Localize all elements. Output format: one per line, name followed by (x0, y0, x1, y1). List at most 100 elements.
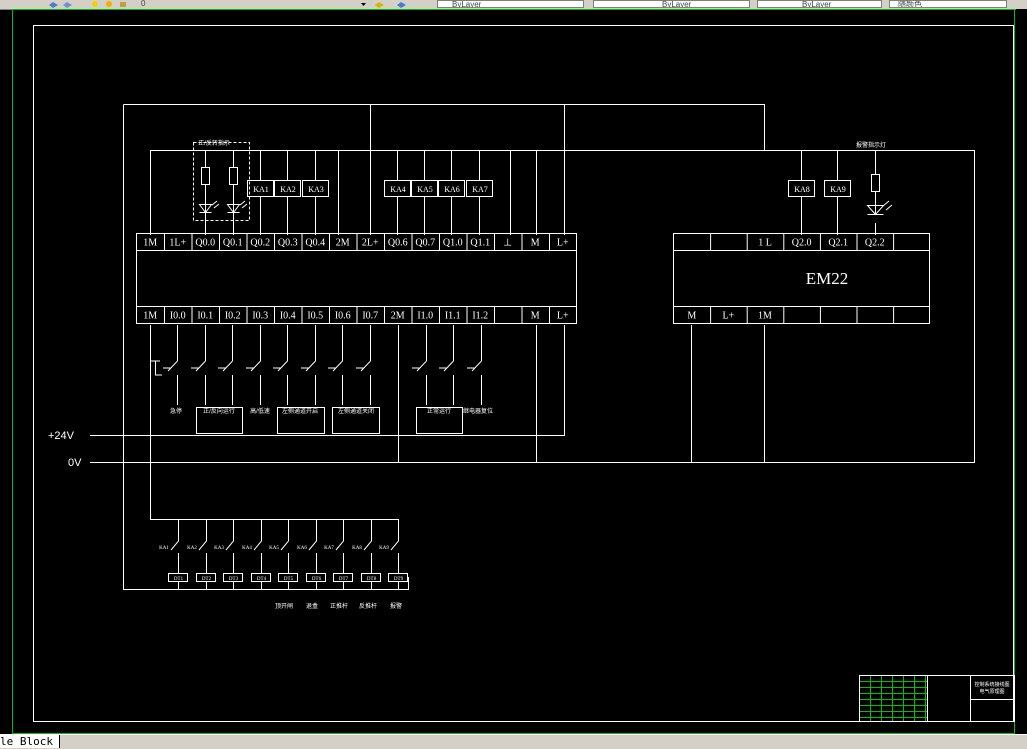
vertical-scrollbar[interactable] (1016, 9, 1027, 734)
direction-lamps (198, 150, 248, 235)
solenoid-label: DT5 (284, 577, 294, 582)
relay-label: KA4 (390, 185, 406, 194)
outer-frame (12, 9, 1015, 734)
bottom-relay-label: KA2 (187, 546, 197, 551)
linetype-dropdown[interactable]: ByLayer (593, 0, 750, 8)
layer-state-icon[interactable] (62, 0, 73, 8)
layer-previous-icon[interactable] (396, 0, 407, 8)
bottom-relay-label: KA3 (214, 546, 224, 551)
layout-tab-label: le Block (0, 735, 53, 748)
layout-tabs-bar: le Block (0, 734, 1027, 749)
plc-input-terminal: I0.2 (225, 311, 241, 322)
common-return-line (90, 150, 975, 463)
bottom-relay-label: KA8 (352, 546, 362, 551)
lineweight-value: ByLayer (802, 0, 832, 8)
alarm-lamp-label: 报警指示灯 (856, 141, 886, 149)
plc-output-terminal: Q0.1 (223, 238, 243, 249)
solenoid-label: DT7 (339, 577, 349, 582)
solenoid-label: DT4 (257, 577, 267, 582)
estop-switch (150, 360, 162, 376)
plc-output-terminal: L+ (557, 238, 569, 249)
drawing-border (33, 25, 1014, 722)
em-input-terminal: 1M (758, 311, 772, 322)
bottom-contact (308, 519, 317, 573)
bottom-contact (198, 519, 207, 573)
plc-input-terminal: I1.0 (417, 311, 433, 322)
relay-label: KA3 (308, 185, 324, 194)
em-output-terminal: Q2.0 (792, 238, 812, 249)
plotstyle-value: 随颜色 (898, 0, 922, 8)
input-label-box (332, 407, 380, 434)
input-switch (412, 325, 427, 405)
plc-output-terminal: Q1.0 (443, 238, 463, 249)
em-output-terminal: Q2.1 (828, 238, 848, 249)
color-value: ByLayer (452, 0, 482, 8)
bottom-relay-label: KA6 (297, 546, 307, 551)
plc-output-terminal: Q1.1 (470, 238, 490, 249)
relay-label: KA2 (280, 185, 296, 194)
input-label-run: 正常运行 (427, 407, 451, 415)
input-label-box (277, 407, 325, 434)
light-bulb-icon[interactable] (90, 0, 101, 8)
bottom-contact (170, 519, 179, 573)
plc-input-terminal: I0.0 (170, 311, 186, 322)
em-module-name: EM22 (806, 269, 849, 288)
coil-label-4: 反推杆 (359, 602, 377, 610)
plc-input-terminal: L+ (557, 311, 569, 322)
rail-plus24v (90, 325, 565, 436)
relay-label: KA9 (830, 185, 846, 194)
bottom-contact (280, 519, 289, 573)
plc-input-terminal: I0.1 (197, 311, 213, 322)
plc-output-terminal: Q0.2 (250, 238, 270, 249)
bottom-contact (225, 519, 234, 573)
lock-icon[interactable] (118, 0, 129, 8)
sun-icon[interactable] (104, 0, 115, 8)
plotstyle-dropdown[interactable]: 随颜色 (889, 0, 1007, 8)
relay-label: KA8 (794, 185, 810, 194)
input-switch (273, 325, 288, 405)
layer-dropdown[interactable]: 0 (135, 0, 370, 8)
solenoid-label: DT9 (394, 577, 404, 582)
em-input-terminal: M (687, 311, 696, 322)
input-label-open: 左侧通道开启 (282, 407, 318, 415)
left-return-line (123, 104, 409, 590)
lamp-group-box (193, 142, 250, 221)
solenoid-label: DT8 (367, 577, 377, 582)
chevron-down-icon[interactable] (358, 0, 369, 8)
color-dropdown[interactable]: ByLayer (437, 0, 584, 8)
relay-label: KA6 (444, 185, 460, 194)
plc-output-terminal: 1M (143, 238, 157, 249)
rail-0v-label: 0V (68, 457, 82, 469)
plc-output-terminal: Q0.6 (388, 238, 408, 249)
input-switch (246, 325, 261, 405)
em-output-terminal: 1 L (758, 238, 772, 249)
plc-input-terminal: I0.6 (335, 311, 351, 322)
bottom-relay-label: KA4 (242, 546, 252, 551)
plc-input-terminal: I1.1 (445, 311, 461, 322)
bottom-contact (335, 519, 344, 573)
layout-tab[interactable]: le Block (0, 735, 60, 748)
relay-label: KA7 (472, 185, 488, 194)
rail-plus24v-label: +24V (48, 430, 75, 442)
input-switch (439, 325, 454, 405)
lineweight-dropdown[interactable]: ByLayer (757, 0, 882, 8)
linetype-value: ByLayer (662, 0, 692, 8)
layer-manager-icon[interactable] (48, 0, 59, 8)
plc-output-terminal: Q0.3 (278, 238, 298, 249)
make-current-icon[interactable] (374, 0, 385, 8)
top-bus-line (123, 104, 765, 151)
input-switch (218, 325, 233, 405)
input-label-reset: 继电器复位 (463, 407, 493, 415)
plc-output-terminal: M (531, 238, 540, 249)
title-block (859, 675, 1015, 722)
em-terminal-strips (673, 250, 930, 307)
coil-label-3: 正推杆 (330, 602, 348, 610)
plc-input-terminal: I0.3 (252, 311, 268, 322)
plc-output-terminal: Q0.0 (195, 238, 215, 249)
input-label-box (416, 407, 463, 434)
input-switch (356, 325, 371, 405)
bottom-relay-label: KA5 (269, 546, 279, 551)
plc-input-terminal: M (531, 311, 540, 322)
relay-label: KA5 (417, 185, 433, 194)
